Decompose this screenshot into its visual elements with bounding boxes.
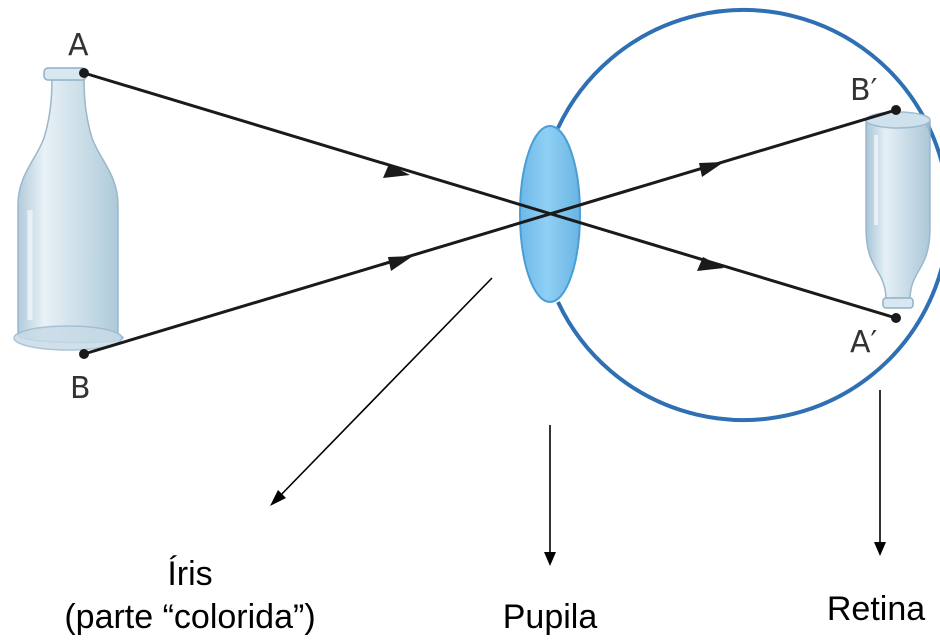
iris-pointer-arrowhead xyxy=(270,490,286,506)
point-a-prime xyxy=(891,313,901,323)
label-a-prime: A′ xyxy=(850,325,878,360)
point-a xyxy=(79,68,89,78)
caption-iris-note: (parte “colorida”) xyxy=(64,598,315,636)
caption-iris-title: Íris xyxy=(167,555,212,593)
ray-a-to-a-prime xyxy=(83,71,897,320)
eye-outline xyxy=(556,8,940,422)
caption-retina: Retina xyxy=(827,590,925,628)
pupil-pointer-arrowhead xyxy=(544,552,556,566)
ray-arrowhead xyxy=(697,257,724,271)
ray-arrowhead xyxy=(383,164,410,178)
label-b: B xyxy=(70,371,91,406)
iris-pointer-line xyxy=(275,277,493,501)
label-a: A xyxy=(68,28,89,63)
retina-pointer-arrowhead xyxy=(874,542,886,556)
bottle-object xyxy=(13,67,124,351)
point-b-prime xyxy=(891,105,901,115)
label-b-prime: B′ xyxy=(850,73,878,108)
ray-arrowhead xyxy=(388,256,413,271)
ray-b-to-b-prime xyxy=(83,108,897,356)
point-b xyxy=(79,349,89,359)
caption-pupil: Pupila xyxy=(503,598,598,636)
ray-arrowhead xyxy=(699,162,724,177)
bottle-image xyxy=(865,111,931,309)
